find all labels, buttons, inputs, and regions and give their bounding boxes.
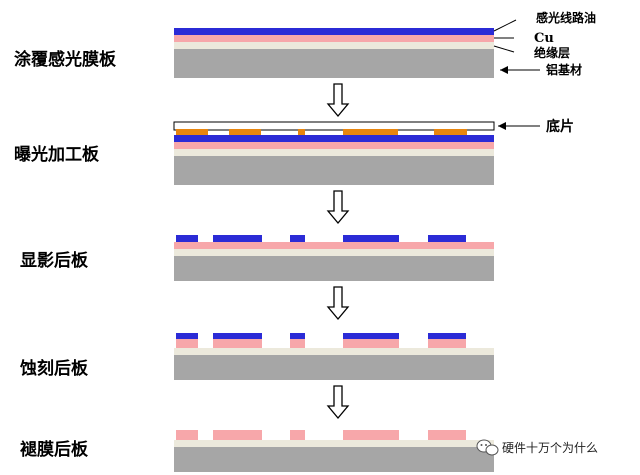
step4-copper-trace xyxy=(290,339,305,348)
step5-insulation-layer xyxy=(174,440,494,447)
process-arrow-3 xyxy=(326,286,350,321)
callout-film-label: 底片 xyxy=(546,118,574,135)
step3-resist-pad xyxy=(213,235,262,242)
watermark-text: 硬件十万个为什么 xyxy=(502,441,598,455)
step3-resist-pad xyxy=(290,235,305,242)
step4-copper-trace xyxy=(343,339,399,348)
step2-substrate-layer xyxy=(174,156,494,185)
step-4-etched: 蚀刻后板 xyxy=(19,333,494,380)
callout-copper-label: Cu xyxy=(534,31,554,46)
step4-copper-trace xyxy=(176,339,198,348)
process-arrow-4 xyxy=(326,385,350,420)
step2-film-mark xyxy=(176,129,208,135)
step5-copper-trace xyxy=(428,430,466,440)
step3-label: 显影后板 xyxy=(20,250,89,271)
callout-line-insulation xyxy=(493,45,515,53)
step5-label: 褪膜后板 xyxy=(20,439,89,460)
step3-substrate-layer xyxy=(174,256,494,281)
step4-resist-pad xyxy=(428,333,466,339)
step4-copper-trace xyxy=(428,339,466,348)
callout-substrate-label: 铝基材 xyxy=(546,62,582,77)
step4-resist-pad xyxy=(290,333,305,339)
step2-film-mark xyxy=(298,129,305,135)
step5-copper-trace xyxy=(290,430,305,440)
step2-film-base xyxy=(173,121,495,131)
step2-film-mark xyxy=(343,129,398,135)
step2-film-mark xyxy=(229,129,261,135)
step2-photoresist-layer xyxy=(174,135,494,142)
callout-photoresist-label: 感光线路油 xyxy=(536,10,596,25)
step5-copper-trace xyxy=(343,430,399,440)
step-5-stripped: 褪膜后板 xyxy=(20,430,494,472)
step4-insulation-layer xyxy=(174,348,494,355)
step1-copper-layer xyxy=(174,35,494,42)
step4-substrate-layer xyxy=(174,355,494,380)
step4-copper-trace xyxy=(213,339,262,348)
step4-resist-pad xyxy=(343,333,399,339)
step1-label: 涂覆感光膜板 xyxy=(14,49,117,70)
step3-resist-pad xyxy=(176,235,198,242)
step3-resist-pad xyxy=(343,235,399,242)
layer-callouts: 感光线路油 Cu 绝缘层 铝基材 xyxy=(493,10,596,77)
step1-insulation-layer xyxy=(174,42,494,49)
step5-copper-trace xyxy=(176,430,198,440)
process-arrow-2 xyxy=(326,190,350,225)
step2-film-mark xyxy=(434,129,467,135)
step2-copper-layer xyxy=(174,142,494,149)
watermark: 硬件十万个为什么 xyxy=(476,439,598,456)
wechat-icon xyxy=(476,439,499,456)
step-3-developed: 显影后板 xyxy=(20,235,494,281)
step3-copper-layer xyxy=(174,242,494,249)
step-1-coated-board: 涂覆感光膜板 xyxy=(14,28,494,78)
process-arrow-1 xyxy=(326,83,350,118)
step5-copper-trace xyxy=(213,430,262,440)
step4-label: 蚀刻后板 xyxy=(19,358,89,379)
callout-insulation-label: 绝缘层 xyxy=(534,45,570,60)
film-callout: 底片 xyxy=(498,118,574,135)
step4-resist-pad xyxy=(176,333,198,339)
step3-resist-pad xyxy=(428,235,466,242)
step2-label: 曝光加工板 xyxy=(14,144,100,165)
step-2-exposure: 曝光加工板 xyxy=(14,121,495,185)
step1-substrate-layer xyxy=(174,49,494,78)
callout-line-photoresist xyxy=(493,19,517,32)
step5-substrate-layer xyxy=(174,447,494,472)
step1-photoresist-layer xyxy=(174,28,494,35)
step4-resist-pad xyxy=(213,333,262,339)
step2-insulation-layer xyxy=(174,149,494,156)
step3-insulation-layer xyxy=(174,249,494,256)
